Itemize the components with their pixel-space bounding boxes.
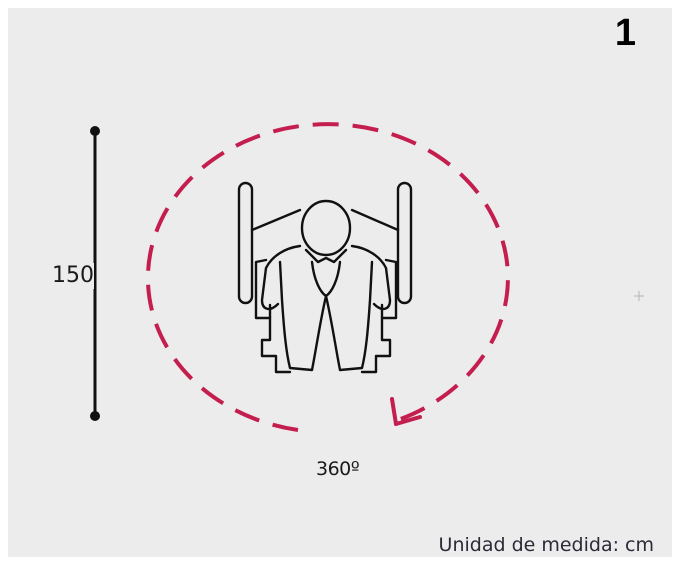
dimension-label: 150	[52, 263, 94, 289]
turning-circle-arc	[145, 122, 510, 432]
panel-number: 1	[614, 12, 636, 54]
dimension-endpoint-top	[90, 126, 100, 136]
left-wheel	[237, 181, 254, 305]
diagram-panel	[8, 8, 672, 557]
wheelchair-user-top-view-icon	[237, 181, 413, 374]
dimension-line	[90, 126, 100, 421]
rotation-arrowhead-icon	[390, 397, 422, 426]
right-wheel	[396, 181, 413, 305]
rotation-label: 360º	[316, 458, 360, 480]
crosshair-mark-icon	[634, 291, 644, 301]
units-note: Unidad de medida: cm	[438, 534, 654, 556]
dimension-endpoint-bottom	[90, 411, 100, 421]
turning-circle	[145, 122, 510, 432]
head	[300, 199, 352, 257]
